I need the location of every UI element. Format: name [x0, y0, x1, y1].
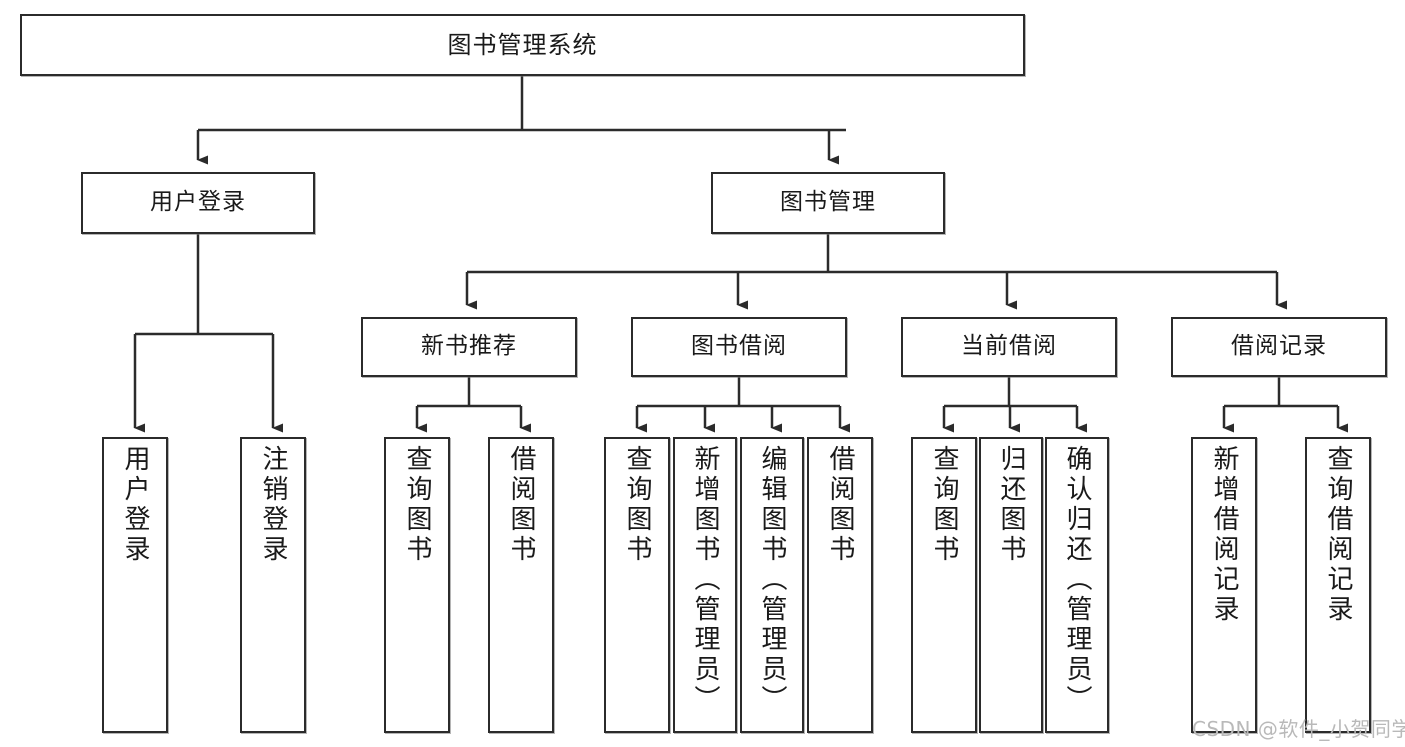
node-label: 图书管理 [780, 189, 876, 216]
node-book-management-system[interactable]: 图书管理系统 [20, 14, 1025, 76]
node-label: 新书推荐 [421, 333, 517, 360]
node-leaf-add-book[interactable]: 新增图书（管理员） [673, 437, 737, 733]
node-label: 归还图书 [996, 445, 1026, 565]
node-user-login[interactable]: 用户登录 [81, 172, 315, 234]
node-new-book-recommend[interactable]: 新书推荐 [361, 317, 577, 377]
node-leaf-borrow-book-2[interactable]: 借阅图书 [807, 437, 873, 733]
node-leaf-confirm-return[interactable]: 确认归还（管理员） [1045, 437, 1109, 733]
node-label: 借阅图书 [506, 445, 536, 565]
node-leaf-borrow-book-1[interactable]: 借阅图书 [488, 437, 554, 733]
node-label: 编辑图书（管理员） [757, 445, 787, 715]
node-current-borrow[interactable]: 当前借阅 [901, 317, 1117, 377]
node-label: 确认归还（管理员） [1062, 445, 1092, 715]
node-leaf-query-record[interactable]: 查询借阅记录 [1305, 437, 1371, 733]
node-book-borrow[interactable]: 图书借阅 [631, 317, 847, 377]
node-leaf-edit-book[interactable]: 编辑图书（管理员） [740, 437, 804, 733]
node-label: 当前借阅 [961, 333, 1057, 360]
node-label: 用户登录 [150, 189, 246, 216]
node-label: 图书借阅 [691, 333, 787, 360]
node-label: 新增图书（管理员） [690, 445, 720, 715]
node-label: 注销登录 [258, 445, 288, 565]
node-label: 查询图书 [402, 445, 432, 565]
node-label: 图书管理系统 [447, 30, 598, 59]
node-leaf-add-record[interactable]: 新增借阅记录 [1191, 437, 1257, 733]
csdn-watermark: CSDN @软件_小贺同学 [1192, 717, 1405, 741]
node-label: 借阅图书 [825, 445, 855, 565]
node-label: 借阅记录 [1231, 333, 1327, 360]
node-label: 查询图书 [622, 445, 652, 565]
node-label: 用户登录 [120, 445, 150, 565]
node-leaf-user-login[interactable]: 用户登录 [102, 437, 168, 733]
node-leaf-query-book-3[interactable]: 查询图书 [911, 437, 977, 733]
node-book-management[interactable]: 图书管理 [711, 172, 945, 234]
node-leaf-logout-login[interactable]: 注销登录 [240, 437, 306, 733]
node-label: 查询借阅记录 [1323, 445, 1353, 625]
node-label: 新增借阅记录 [1209, 445, 1239, 625]
node-label: 查询图书 [929, 445, 959, 565]
node-leaf-query-book-1[interactable]: 查询图书 [384, 437, 450, 733]
node-borrow-record[interactable]: 借阅记录 [1171, 317, 1387, 377]
node-leaf-query-book-2[interactable]: 查询图书 [604, 437, 670, 733]
node-leaf-return-book[interactable]: 归还图书 [979, 437, 1043, 733]
